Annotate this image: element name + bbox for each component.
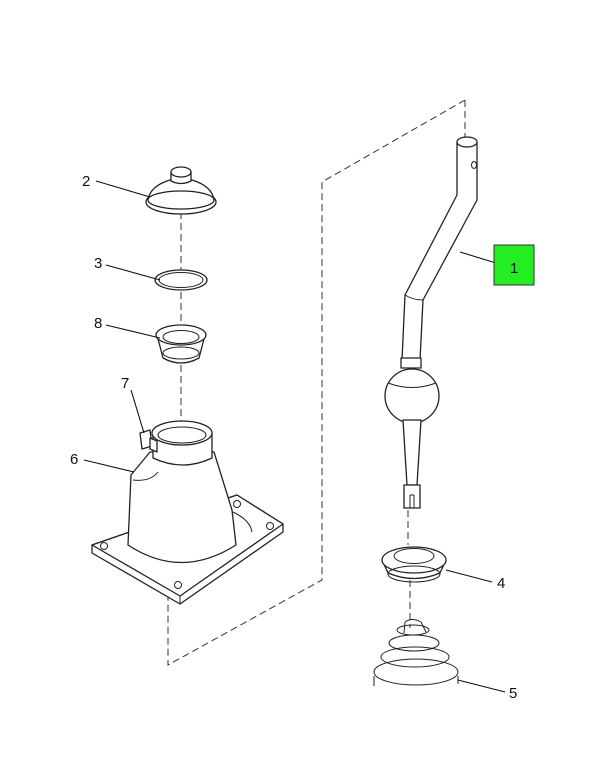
part-2-cap [145, 166, 217, 215]
part-3-ring [154, 269, 208, 291]
callout-8: 8 [94, 315, 102, 332]
callout-2: 2 [82, 173, 90, 190]
part-1-shift-lever [384, 136, 478, 509]
part-7-clamp [139, 429, 158, 453]
callout-4: 4 [497, 575, 505, 592]
part-4-spring-seat [381, 546, 447, 583]
callout-3: 3 [94, 255, 102, 272]
part-5-spring [373, 619, 459, 686]
callout-1: 1 [510, 260, 518, 277]
part-6-boot-assembly [91, 420, 284, 605]
callout-7: 7 [121, 375, 129, 392]
part-8-bushing [155, 324, 207, 364]
callout-6: 6 [70, 451, 78, 468]
leader-lines [83, 180, 506, 693]
callout-1-highlight [493, 244, 535, 286]
callout-5: 5 [509, 685, 517, 702]
